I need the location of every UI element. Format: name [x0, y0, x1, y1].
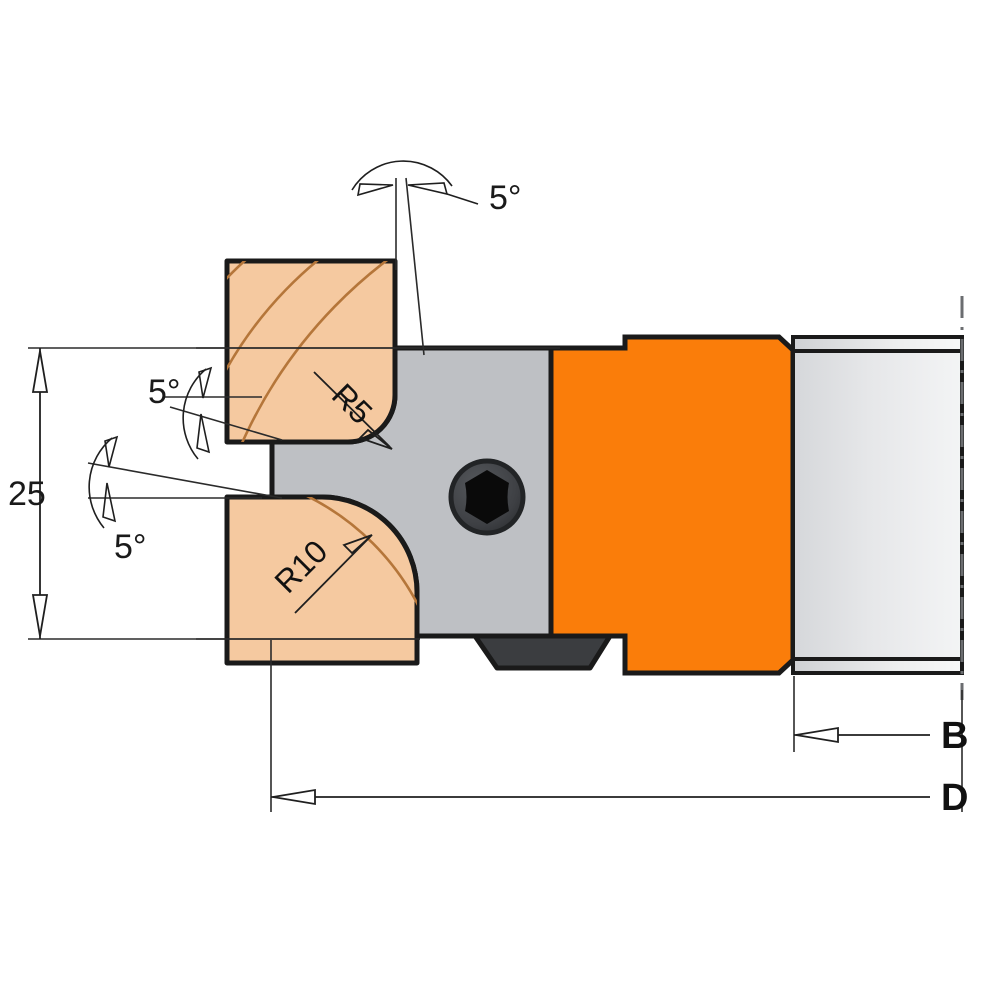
angle-arrow-top-right	[407, 182, 449, 196]
angle-arrow-top-left	[356, 183, 394, 197]
angle-arc-bottom	[88, 437, 113, 529]
angle-dimension-top: 5°	[351, 160, 522, 217]
dimb-label: B	[941, 715, 968, 757]
angle-leader-top	[446, 193, 479, 205]
dimension-d-group: D	[271, 777, 968, 819]
lower-wood-shape	[224, 494, 420, 666]
r10-leader-line	[294, 536, 371, 614]
flank-line-low	[87, 462, 283, 499]
angle-label-middle: 5°	[148, 373, 181, 411]
bottom-locking-tab	[472, 633, 613, 671]
shaft-top-flange-strip	[791, 335, 964, 353]
upper-wood-grain	[227, 261, 395, 442]
angle-arrow-mid-lower	[196, 413, 211, 454]
angle-arrow-bot-lower	[102, 482, 117, 523]
lower-wood-grain	[227, 497, 417, 663]
dimd-arrow-left	[272, 788, 316, 806]
flank-line-top	[405, 177, 425, 356]
extension-lines-group	[28, 177, 963, 812]
r5-arrowhead	[358, 428, 393, 450]
angle-arc-middle	[182, 368, 207, 460]
dimd-label: D	[941, 777, 968, 819]
flank-line-mid	[169, 406, 283, 441]
angle-dimension-bottom: 5°	[88, 435, 147, 566]
shaft-bottom-flange-strip	[791, 657, 964, 675]
r10-arrowhead	[342, 534, 373, 555]
angle-label-top: 5°	[489, 179, 522, 217]
hex-socket-icon	[465, 470, 509, 524]
upper-wood-workpiece	[224, 258, 398, 445]
bottom-locking-tab-group	[472, 633, 613, 671]
angle-arc-top	[351, 160, 453, 191]
angle-label-bottom: 5°	[114, 528, 147, 566]
r5-leader-line	[313, 371, 391, 448]
upper-wood-shape	[224, 258, 398, 445]
dimb-arrow-left	[795, 726, 839, 744]
angle-dimension-middle: 5°	[148, 366, 213, 460]
orange-carrier-body	[548, 334, 796, 676]
dimension-b-group: B	[794, 715, 968, 757]
dim25-arrow-top	[31, 350, 49, 393]
dim25-arrow-bottom	[31, 594, 49, 637]
orange-carrier-group	[548, 334, 796, 676]
angle-arrow-bot-upper	[104, 435, 119, 468]
shaft-hub-group	[791, 335, 964, 675]
shaft-main-body	[791, 349, 964, 661]
dim25-label: 25	[8, 475, 46, 513]
hex-socket-screw	[448, 458, 526, 536]
dimension-25-group: 25	[8, 348, 49, 639]
angle-arrow-mid-upper	[198, 366, 213, 399]
